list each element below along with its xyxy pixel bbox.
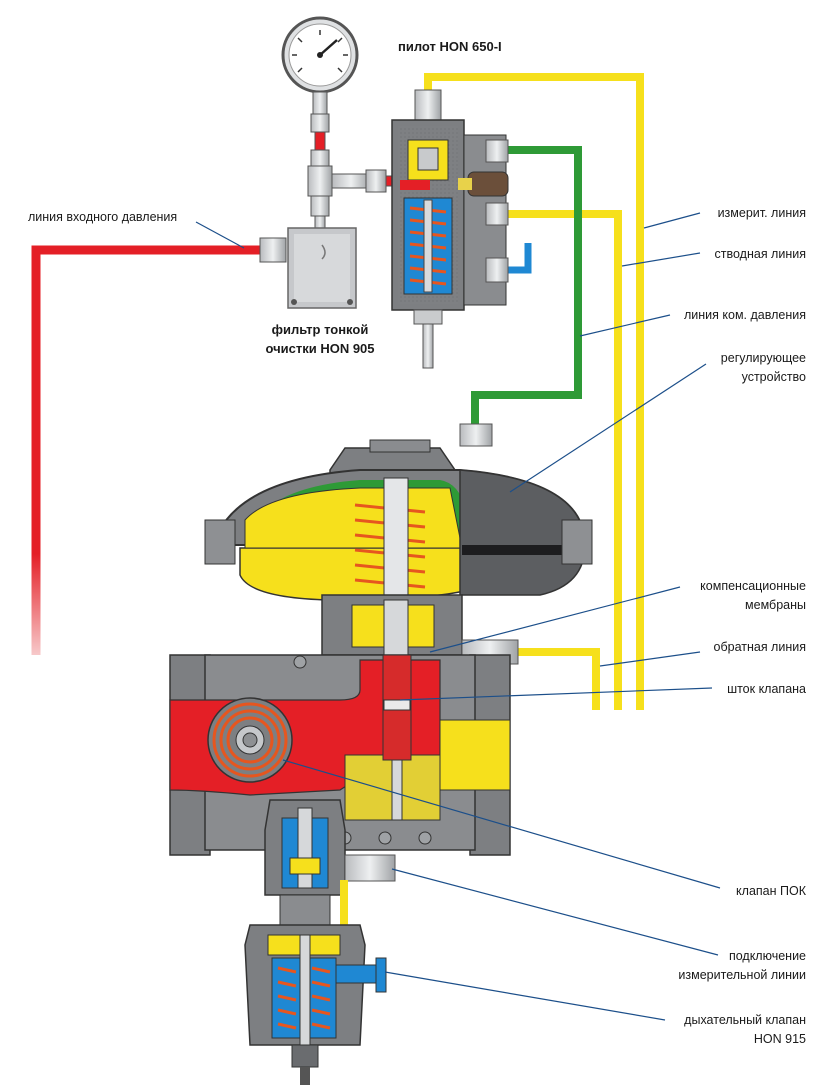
fine-filter-hon-905 (259, 227, 357, 309)
pressure-gauge-icon (281, 16, 359, 115)
filter-label-line1: фильтр тонкой (271, 322, 369, 337)
meas-conn-label-line1: подключение (728, 949, 806, 963)
regulator-label-line1: регулирующее (720, 351, 806, 365)
meas-conn-label-line2: измерительной линии (678, 968, 806, 982)
main-regulator-body (169, 423, 593, 856)
regulator-label-line2: устройство (741, 370, 806, 384)
comp-pressure-line-label: линия ком. давления (683, 308, 806, 322)
comp-pressure-pipe (471, 146, 582, 430)
gauge-stem (307, 113, 429, 231)
pilot-label: пилот HON 650-I (398, 39, 502, 54)
breather-label-line2: HON 915 (753, 1032, 806, 1046)
breather-label-line1: дыхательный клапан (684, 1013, 806, 1027)
return-line-pipe (518, 648, 600, 710)
leader-lines (195, 212, 721, 1021)
measure-line-label: измерит. линия (717, 206, 806, 220)
measuring-line-pipe (424, 73, 644, 710)
comp-membranes-label-line2: мембраны (745, 598, 806, 612)
filter-label-line2: очистки HON 905 (265, 341, 375, 356)
inlet-pressure-pipe (31, 245, 262, 655)
pilot-hon-650-i (391, 89, 509, 369)
pok-valve-assembly (264, 799, 396, 930)
vent-line-pipe (508, 210, 622, 710)
inlet-line-label: линия входного давления (28, 210, 178, 224)
vent-line-label: стводная линия (714, 247, 806, 261)
breather-valve-hon-915 (244, 924, 387, 1085)
valve-stem-label: шток клапана (727, 682, 806, 696)
pok-valve-label: клапан ПОК (736, 884, 806, 898)
comp-membranes-label-line1: компенсационные (700, 579, 806, 593)
return-line-label: обратная линия (713, 640, 807, 654)
blue-vent-pipe (505, 243, 532, 274)
